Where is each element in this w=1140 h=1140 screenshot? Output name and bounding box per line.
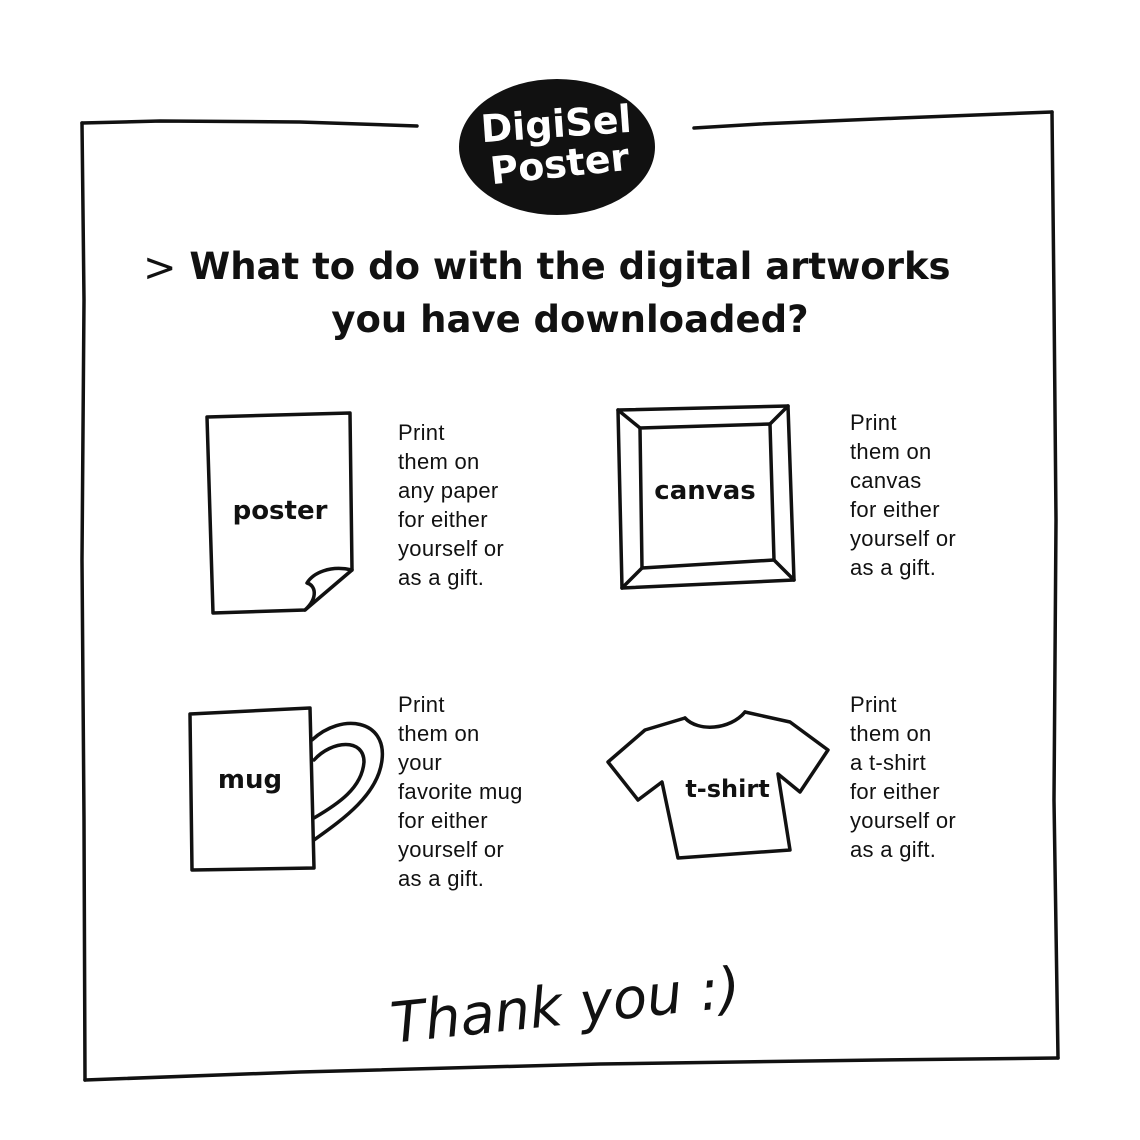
chevron-right-icon: > xyxy=(143,245,177,291)
thank-you-note: Thank you :) xyxy=(388,955,744,1045)
canvas-label: canvas xyxy=(654,476,756,506)
thank-you-text: Thank you :) xyxy=(388,955,744,1045)
poster-description: Print them on any paper for either yours… xyxy=(398,420,505,590)
canvas-description: Print them on canvas for either yourself… xyxy=(850,410,957,580)
heading-line-2: you have downloaded? xyxy=(331,298,809,341)
digisel-poster-logo: DigiSel Poster xyxy=(459,79,655,215)
page-heading: > What to do with the digital artworks y… xyxy=(140,240,1000,346)
logo-line-1: DigiSel xyxy=(479,97,633,151)
heading-line-1: What to do with the digital artworks xyxy=(189,245,951,288)
mug-description: Print them on your favorite mug for eith… xyxy=(398,692,523,891)
mug-label: mug xyxy=(217,765,283,795)
tshirt-description: Print them on a t-shirt for either yours… xyxy=(850,692,957,862)
poster-label: poster xyxy=(232,496,328,526)
tshirt-label: t-shirt xyxy=(685,775,770,803)
canvas-icon xyxy=(616,404,796,590)
poster-icon xyxy=(205,411,354,615)
tshirt-icon xyxy=(606,710,830,860)
mug-icon xyxy=(188,706,384,872)
